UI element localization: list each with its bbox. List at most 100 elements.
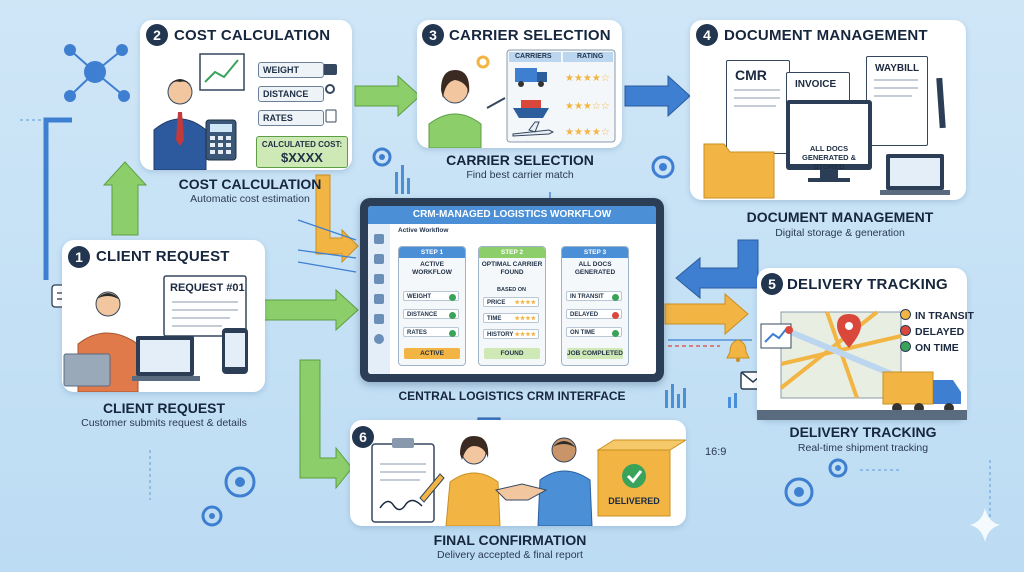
check-icon — [612, 329, 619, 337]
rating-stars-icon: ★★★★ — [514, 332, 536, 338]
document-management-caption: DOCUMENT MANAGEMENT — [746, 209, 934, 225]
final-confirmation-panel: 6 DELIVERED — [350, 420, 686, 526]
home-icon[interactable] — [374, 234, 384, 244]
cost-calculation-panel: 2 COST CALCULATION WEIGHT DISTANCE RATES… — [140, 20, 352, 170]
client-request-panel: 1 CLIENT REQUEST REQUEST #01 — [62, 240, 265, 392]
svg-text:★★★★☆: ★★★★☆ — [565, 73, 610, 84]
check-icon — [612, 293, 619, 301]
sparkle-icon — [970, 508, 1000, 542]
handshake-illustration — [371, 436, 686, 526]
settings-icon[interactable] — [374, 334, 384, 344]
step-5-badge: 5 — [761, 273, 783, 295]
carrier-selection-caption: CARRIER SELECTION — [446, 152, 594, 168]
step-4-badge: 4 — [696, 24, 718, 46]
step-3-badge: 3 — [422, 24, 444, 46]
crm-step-1-row-weight: WEIGHT — [403, 291, 459, 301]
cost-calculation-title: COST CALCULATION — [174, 27, 331, 44]
rating-stars-icon: ★★★★ — [514, 316, 536, 322]
crm-step-3-head: STEP 3 — [562, 247, 628, 258]
document-management-subcaption: Digital storage & generation — [775, 227, 905, 239]
carrier-selection-title: CARRIER SELECTION — [449, 27, 611, 44]
crm-step-3-row-in-transit: IN TRANSIT — [566, 291, 622, 301]
crm-caption: CENTRAL LOGISTICS CRM INTERFACE — [398, 389, 626, 403]
status-delayed: DELAYED — [900, 325, 964, 338]
status-dot-icon — [900, 309, 911, 320]
check-icon — [449, 293, 456, 301]
crm-step-2-column: STEP 2 OPTIMAL CARRIER FOUND BASED ON PR… — [478, 246, 546, 366]
calculated-cost-value: $XXXX — [281, 150, 323, 165]
crm-step-2-row-time: TIME★★★★ — [483, 313, 539, 323]
delivery-tracking-title: DELIVERY TRACKING — [787, 276, 948, 293]
cost-calculation-subcaption: Automatic cost estimation — [190, 193, 310, 205]
final-confirmation-caption: FINAL CONFIRMATION — [433, 532, 587, 548]
field-distance: DISTANCE — [258, 86, 324, 102]
document-icon[interactable] — [374, 294, 384, 304]
client-request-title: CLIENT REQUEST — [96, 248, 230, 265]
crm-step-3-row-delayed: DELAYED — [566, 309, 622, 319]
crm-header: CRM-MANAGED LOGISTICS WORKFLOW — [368, 206, 656, 224]
status-on-time: ON TIME — [900, 341, 959, 354]
crm-step-1-title: ACTIVE WORKFLOW — [412, 261, 452, 276]
alert-icon — [612, 311, 619, 319]
checkmark-icon — [622, 464, 646, 488]
crm-step-2-title: OPTIMAL CARRIER FOUND — [481, 261, 543, 276]
step-6-badge: 6 — [352, 426, 374, 448]
crm-job-completed-button[interactable]: JOB COMPLETED — [567, 348, 623, 359]
map-illustration — [757, 310, 967, 420]
carriers-column-header: CARRIERS — [515, 53, 552, 60]
rating-column-header: RATING — [577, 53, 604, 60]
all-docs-generated-text: ALL DOCS GENERATED & STORED — [801, 144, 857, 171]
cost-calculation-caption: COST CALCULATION — [178, 176, 322, 192]
crm-step-3-column: STEP 3 ALL DOCS GENERATED IN TRANSIT DEL… — [561, 246, 629, 366]
delivery-tracking-panel: 5 DELIVERY TRACKING — [757, 268, 967, 420]
crm-based-on-label: BASED ON — [497, 287, 527, 293]
gear-icons — [201, 147, 848, 527]
document-management-panel: 4 DOCUMENT MANAGEMENT CMR INVOICE WAYBIL… — [690, 20, 966, 200]
document-management-title: DOCUMENT MANAGEMENT — [724, 27, 928, 44]
calculated-cost-box: CALCULATED COST: $XXXX — [256, 136, 348, 168]
status-dot-icon — [900, 325, 911, 336]
aspect-ratio-label: 16:9 — [705, 446, 727, 458]
document-waybill: WAYBILL — [866, 56, 928, 146]
crm-subheader: Active Workflow — [398, 227, 449, 234]
client-request-subcaption: Customer submits request & details — [81, 417, 247, 429]
client-illustration — [63, 275, 248, 392]
carrier-selection-subcaption: Find best carrier match — [466, 169, 574, 181]
svg-text:★★★☆☆: ★★★☆☆ — [565, 101, 610, 112]
crm-step-2-row-price: PRICE★★★★ — [483, 297, 539, 307]
pen-icon — [419, 473, 445, 503]
field-rates: RATES — [258, 110, 324, 126]
client-request-caption: CLIENT REQUEST — [102, 400, 226, 416]
field-weight: WEIGHT — [258, 62, 324, 78]
delivery-tracking-caption: DELIVERY TRACKING — [789, 424, 937, 440]
calculated-cost-label: CALCULATED COST: — [261, 140, 343, 149]
request-number-label: REQUEST #01 — [170, 282, 245, 294]
final-confirmation-subcaption: Delivery accepted & final report — [437, 549, 583, 561]
chart-icon[interactable] — [374, 314, 384, 324]
crm-step-1-head: STEP 1 — [399, 247, 465, 258]
crm-step-2-head: STEP 2 — [479, 247, 545, 258]
delivered-label: DELIVERED — [608, 496, 660, 506]
step-2-badge: 2 — [146, 24, 168, 46]
documents-illustration — [703, 77, 950, 199]
signature-icon — [379, 499, 423, 511]
crm-step-3-title: ALL DOCS GENERATED — [574, 261, 616, 276]
rating-stars-icon: ★★★★ — [514, 300, 536, 306]
crm-step-1-row-rates: RATES — [403, 327, 459, 337]
crm-found-button[interactable]: FOUND — [484, 348, 540, 359]
list-icon[interactable] — [374, 254, 384, 264]
step-1-badge: 1 — [68, 246, 90, 268]
status-in-transit: IN TRANSIT — [900, 309, 974, 322]
bell-icon — [726, 339, 750, 362]
truck-icon[interactable] — [374, 274, 384, 284]
crm-active-button[interactable]: ACTIVE — [404, 348, 460, 359]
svg-text:★★★★☆: ★★★★☆ — [565, 127, 610, 138]
location-pin-icon — [837, 314, 861, 348]
status-dot-icon — [900, 341, 911, 352]
network-icon — [64, 44, 130, 102]
check-icon — [449, 329, 456, 337]
check-icon — [449, 311, 456, 319]
delivery-tracking-subcaption: Real-time shipment tracking — [797, 442, 929, 454]
